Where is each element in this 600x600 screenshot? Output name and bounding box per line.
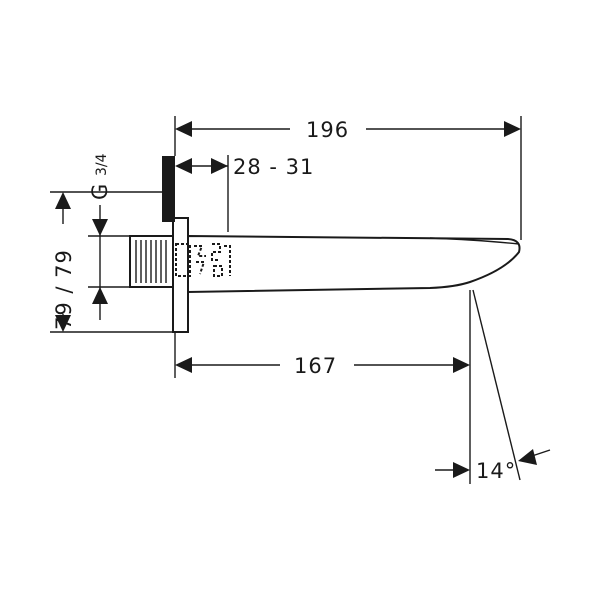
arrow-167-left [175, 357, 192, 373]
arrow-wall-gap-left [175, 158, 192, 174]
wall-plate [162, 156, 175, 222]
spout-body [187, 234, 521, 294]
arrow-height-bottom [55, 315, 71, 332]
angle-reference-line [472, 289, 521, 481]
angle-arrow-line-right [531, 449, 551, 457]
arrow-wall-gap-right [211, 158, 228, 174]
arrow-thread-top [92, 219, 108, 236]
dim-label-196: 196 [306, 118, 349, 142]
arrow-196-right [504, 121, 521, 137]
spout-tip-line [429, 237, 520, 245]
arrow-height-top [55, 192, 71, 209]
arrow-196-left [175, 121, 192, 137]
arrow-angle-right [518, 449, 537, 465]
dim-label-thread-g: G [88, 183, 112, 200]
arrow-thread-bottom [92, 287, 108, 304]
dim-label-height: 79 / 79 [52, 249, 76, 330]
threaded-connector [129, 235, 174, 288]
thread-lines [135, 240, 167, 283]
dim-label-angle: 14° [476, 459, 516, 483]
internal-fixing-detail [175, 243, 231, 277]
arrow-167-right [453, 357, 470, 373]
dim-label-167: 167 [294, 354, 337, 378]
dim-label-wall-gap: 28 - 31 [233, 155, 314, 179]
dim-label-thread-size: 3/4 [94, 153, 110, 176]
arrow-angle-left [453, 462, 470, 478]
